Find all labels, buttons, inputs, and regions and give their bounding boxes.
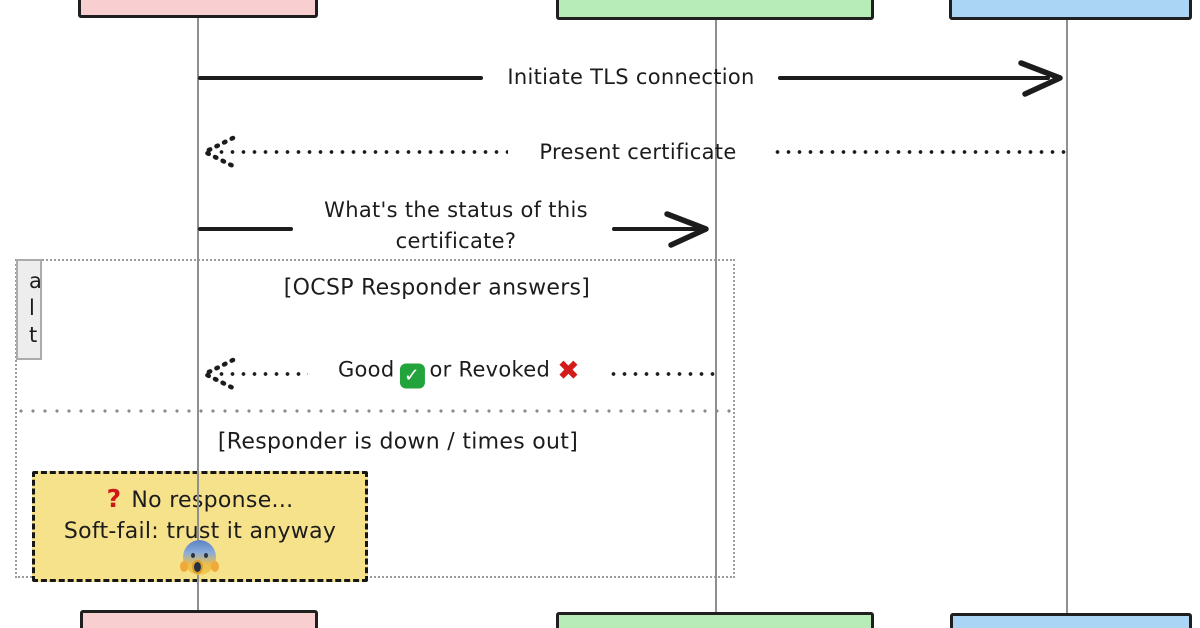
participant-left-bottom-box: [80, 610, 318, 628]
msg3-line-left: [198, 227, 293, 231]
msg4-label-or-revoked: or Revoked: [429, 357, 551, 382]
lifeline-middle: [715, 20, 717, 612]
note-line2: Soft-fail: trust it anyway: [63, 519, 337, 544]
arrowhead-left-dotted-icon: [202, 135, 236, 169]
alt-case1-condition: [OCSP Responder answers]: [283, 275, 591, 301]
msg4-label-good: Good: [337, 357, 395, 382]
alt-frame-label: alt: [16, 259, 42, 360]
alt-case2-condition: [Responder is down / times out]: [217, 429, 579, 455]
emoji-hand: [211, 561, 219, 572]
msg2-line-right: [772, 150, 1066, 154]
note-line1-text: No response...: [131, 488, 294, 513]
scream-emoji-icon: [180, 540, 219, 575]
cross-mark-icon: ✖: [557, 355, 581, 387]
red-question-mark-icon: ?: [106, 484, 122, 513]
arrowhead-left-dotted-icon: [202, 357, 236, 391]
note-line1: ? No response...: [35, 483, 365, 516]
participant-left-top-box: [78, 0, 318, 18]
participant-right-top-box: [949, 0, 1192, 20]
msg3-label-line2: certificate?: [395, 229, 517, 253]
msg3-label: What's the status of this certificate?: [324, 195, 588, 257]
msg3-label-line1: What's the status of this: [324, 198, 588, 222]
msg1-line-right: [778, 76, 1050, 80]
msg4-line-right: [608, 372, 716, 376]
msg1-line-left: [198, 76, 483, 80]
alt-frame: [15, 259, 735, 578]
check-mark-icon: ✓: [399, 363, 425, 389]
alt-divider: [15, 409, 735, 413]
lifeline-left: [197, 18, 199, 610]
soft-fail-note: ? No response... Soft-fail: trust it anyw…: [32, 471, 368, 582]
emoji-eye: [191, 553, 195, 558]
msg2-label: Present certificate: [539, 140, 737, 164]
emoji-eye: [204, 553, 208, 558]
msg3-line-right: [612, 227, 704, 231]
arrowhead-right-icon: [1018, 60, 1063, 97]
emoji-mouth: [192, 560, 203, 574]
emoji-hand: [180, 561, 188, 572]
participant-right-bottom-box: [950, 613, 1192, 628]
participant-middle-bottom-box: [556, 612, 874, 628]
arrowhead-right-icon: [664, 211, 709, 248]
lifeline-right: [1066, 20, 1068, 613]
msg4-label: Good✓or Revoked✖: [338, 358, 580, 389]
msg4-line-left: [216, 372, 308, 376]
participant-middle-top-box: [556, 0, 874, 20]
msg1-label: Initiate TLS connection: [507, 65, 755, 89]
msg2-line-left: [216, 150, 508, 154]
